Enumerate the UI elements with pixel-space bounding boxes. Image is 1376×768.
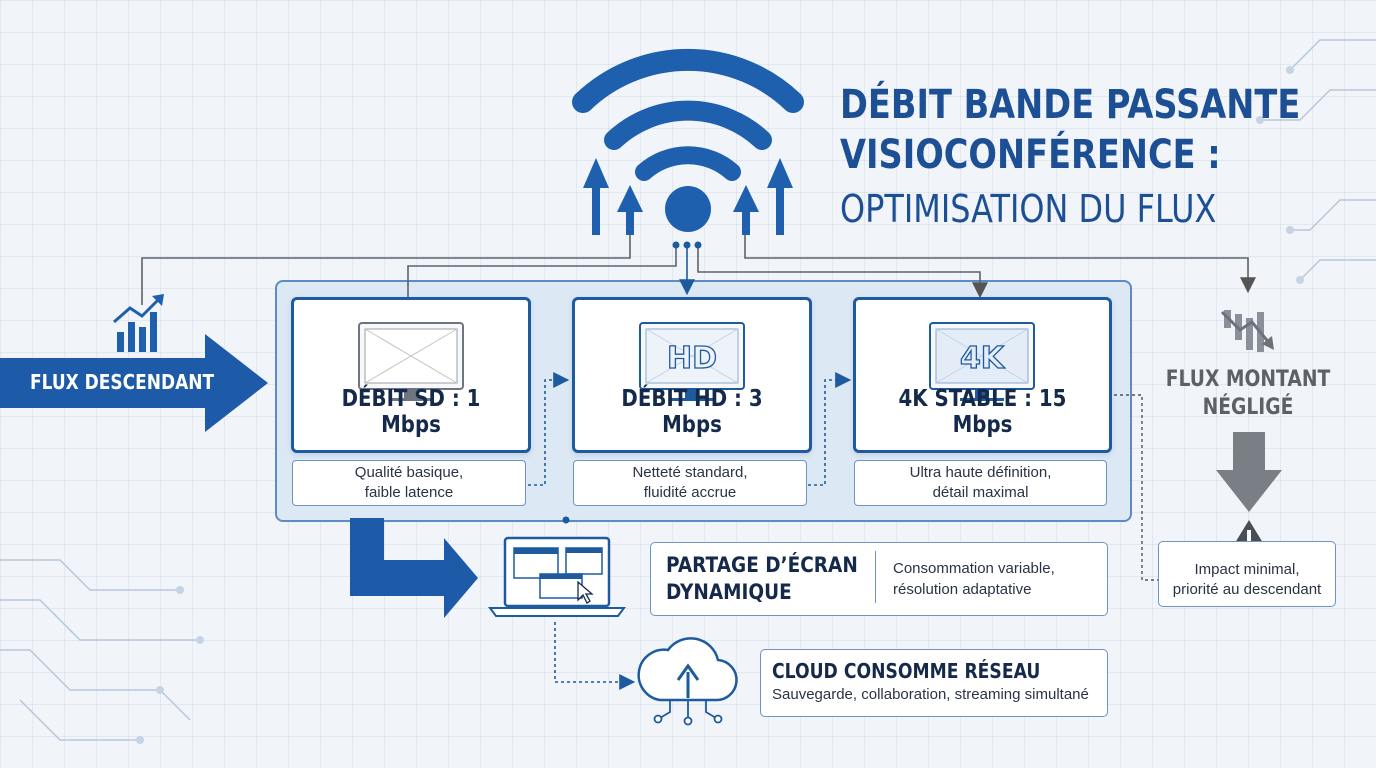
cloud-desc: Sauvegarde, collaboration, streaming sim… [772, 686, 1089, 703]
screen-share-box [650, 542, 1108, 616]
monitor-icon [358, 322, 464, 401]
tier-desc-sd: Qualité basique, faible latence [292, 460, 526, 506]
upstream-note: Impact minimal, priorité au descendant [1158, 541, 1336, 607]
title-line-3: OPTIMISATION DU FLUX [840, 187, 1217, 231]
tier-desc-sd-line1: Qualité basique, [354, 464, 464, 481]
upstream-note-line2: priorité au descendant [1172, 581, 1322, 598]
tier-desc-hd-line2: fluidité accrue [643, 484, 737, 501]
4k-badge: 4K [960, 341, 1006, 376]
tier-desc-4k-line1: Ultra haute définition, [909, 464, 1052, 481]
tier-desc-hd-line1: Netteté standard, [632, 464, 748, 481]
tier-desc-4k-line2: détail maximal [932, 484, 1029, 501]
tier-desc-4k: Ultra haute définition, détail maximal [854, 460, 1107, 506]
screen-share-desc-line1: Consommation variable, [893, 560, 1055, 577]
screen-share-divider [875, 551, 876, 603]
monitor-4k-icon: 4K [929, 322, 1035, 401]
tier-desc-sd-line2: faible latence [364, 484, 454, 501]
monitor-hd-icon: HD [639, 322, 745, 401]
upstream-label-line2: NÉGLIGÉ [1202, 395, 1294, 420]
cloud-title: CLOUD CONSOMME RÉSEAU [772, 659, 1041, 683]
hd-badge: HD [667, 341, 717, 376]
title-line-1: DÉBIT BANDE PASSANTE [840, 82, 1301, 128]
cloud-box [760, 649, 1108, 717]
upstream-label: FLUX MONTANT NÉGLIGÉ [1163, 366, 1333, 422]
tier-card-sd: DÉBIT SD : 1 Mbps [291, 297, 531, 453]
title-line-2: VISIOCONFÉRENCE : [840, 132, 1221, 178]
tier-card-hd: HD DÉBIT HD : 3 Mbps [572, 297, 812, 453]
screen-share-title: PARTAGE D’ÉCRAN DYNAMIQUE [666, 552, 858, 606]
tier-desc-hd: Netteté standard, fluidité accrue [573, 460, 807, 506]
upstream-note-line1: Impact minimal, [1194, 561, 1300, 578]
screen-share-desc: Consommation variable, résolution adapta… [893, 558, 1055, 600]
tier-label-sd: DÉBIT SD : 1 Mbps [341, 386, 481, 438]
tier-card-4k: 4K 4K STABLE : 15 Mbps [853, 297, 1112, 453]
page-title: DÉBIT BANDE PASSANTE VISIOCONFÉRENCE : O… [840, 80, 1301, 238]
downstream-label: FLUX DESCENDANT [30, 370, 215, 394]
tier-label-hd: DÉBIT HD : 3 Mbps [621, 386, 763, 438]
screen-share-title-line2: DYNAMIQUE [666, 580, 792, 604]
screen-share-desc-line2: résolution adaptative [893, 581, 1032, 598]
upstream-label-line1: FLUX MONTANT [1165, 367, 1331, 392]
screen-share-title-line1: PARTAGE D’ÉCRAN [666, 553, 858, 577]
tier-label-4k: 4K STABLE : 15 Mbps [898, 386, 1067, 438]
